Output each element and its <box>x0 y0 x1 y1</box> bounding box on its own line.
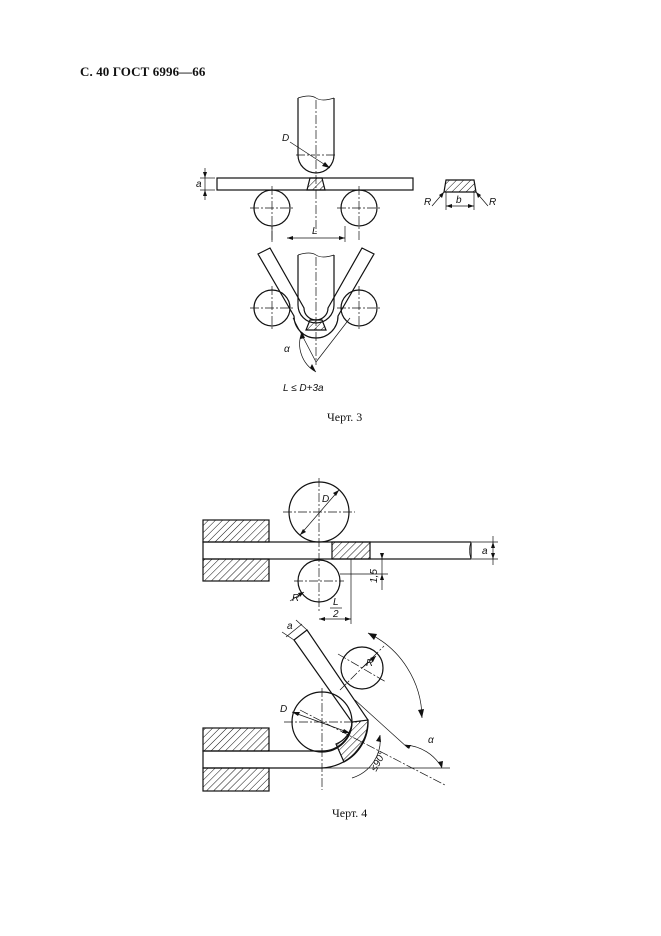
arrow <box>300 332 305 339</box>
figure-4-caption: Черт. 4 <box>332 806 368 820</box>
label-D: D <box>322 494 329 505</box>
label-2: 2 <box>332 609 339 620</box>
break-line <box>297 252 335 258</box>
arrow <box>368 633 377 640</box>
line <box>404 744 443 769</box>
label-alpha: α <box>284 344 290 355</box>
dimension-line <box>291 711 351 734</box>
label-b: b <box>456 195 462 206</box>
clamp-lower <box>202 558 270 582</box>
arrow <box>300 529 306 535</box>
punch-break-line <box>297 95 335 101</box>
arrow <box>418 709 424 718</box>
label-D: D <box>280 704 287 715</box>
figure-3-caption: Черт. 3 <box>327 410 363 424</box>
arrow <box>438 761 443 768</box>
label-a: a <box>196 179 202 190</box>
dimension-line <box>354 699 409 749</box>
label-a-top: a <box>287 621 293 632</box>
arrow <box>203 190 207 196</box>
arrow <box>298 592 304 597</box>
arrow <box>339 236 345 240</box>
dimension-line <box>299 489 340 536</box>
dimension-line <box>281 631 295 641</box>
section-hatch <box>443 179 477 193</box>
dimension-line <box>292 317 317 363</box>
arrow <box>310 364 316 372</box>
label-R: R <box>292 593 299 604</box>
figure4-setup-flat: D a 1,5 R L 2 <box>202 478 498 624</box>
line <box>367 632 423 719</box>
label-D: D <box>282 133 289 144</box>
dimension-line <box>315 317 351 363</box>
arrow <box>476 192 481 198</box>
arrow <box>342 729 350 733</box>
label-a-right: a <box>482 546 488 557</box>
clamp-upper <box>202 727 270 752</box>
arrow <box>370 656 376 662</box>
figure3-cross-section: b R R <box>424 179 496 210</box>
break-line <box>469 541 472 560</box>
arrow <box>287 236 293 240</box>
arrow <box>376 735 381 742</box>
label-angle-90: ≤90° <box>369 750 388 773</box>
arrow <box>292 712 300 716</box>
arrow <box>203 172 207 178</box>
weld-hatch <box>335 719 369 763</box>
page-header: С. 40 ГОСТ 6996—66 <box>80 64 206 79</box>
arrow <box>439 192 444 198</box>
dimension-line <box>285 623 303 638</box>
figure4-setup-bent: a R D ≤90° α <box>202 619 450 792</box>
dimension-line <box>289 141 331 169</box>
arrow <box>446 204 452 208</box>
clamp-upper <box>202 519 270 543</box>
label-R-left: R <box>424 197 431 208</box>
label-L: L <box>312 226 318 237</box>
arrow <box>345 617 351 621</box>
weld-hatch <box>331 541 371 560</box>
formula: L ≤ D+3a <box>283 383 324 394</box>
arrow <box>468 204 474 208</box>
arrow <box>380 553 384 559</box>
arrow <box>491 553 495 559</box>
label-alpha: α <box>428 735 434 746</box>
arrow <box>322 162 330 168</box>
label-R-right: R <box>489 197 496 208</box>
figure3-setup-bent: α L ≤ D+3a <box>250 247 381 394</box>
arrow <box>491 542 495 548</box>
arrow <box>319 617 325 621</box>
label-1-5: 1,5 <box>369 569 380 583</box>
arrow <box>380 574 384 580</box>
arrow <box>333 490 339 496</box>
label-L: L <box>333 597 339 608</box>
axis-line <box>299 709 446 786</box>
label-R: R <box>366 658 373 669</box>
dimension-line <box>295 619 308 631</box>
bending-roller <box>340 646 384 690</box>
figure3-setup-flat: D a L <box>196 95 414 242</box>
arrow <box>405 745 411 749</box>
line <box>299 331 317 373</box>
clamp-lower <box>202 767 270 792</box>
